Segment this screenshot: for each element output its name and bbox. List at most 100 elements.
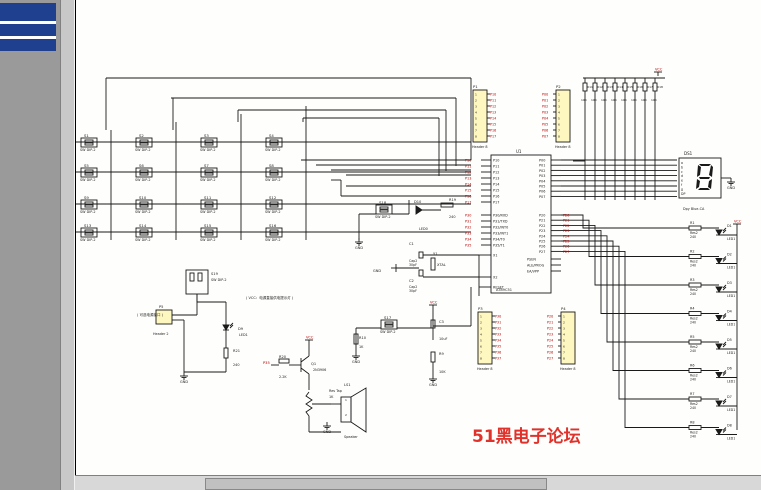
header-pin-number: 7 — [475, 129, 477, 133]
switch-label: SW DIP-2 — [200, 178, 216, 182]
switch-designator: S5 — [84, 163, 89, 168]
header-designator: P1 — [473, 84, 478, 89]
display-designator: DS1 — [684, 151, 693, 156]
net-label: P36 — [495, 351, 501, 355]
mcu-pin-label: PSEN — [527, 258, 536, 262]
resistor-value: 240 — [690, 406, 696, 410]
resistor-part: Res2 — [690, 260, 698, 264]
pullup-value: 10K — [601, 98, 608, 102]
header-pin-number: 6 — [558, 123, 560, 127]
switch-designator: S2 — [139, 133, 144, 138]
switch-label: SW DIP-2 — [265, 238, 281, 242]
mcu-pin-label: X1 — [493, 254, 497, 258]
led-arrow — [229, 322, 234, 327]
led-arrow — [722, 315, 727, 319]
resistor-value: 240 — [690, 264, 696, 268]
switch-label: SW DIP-2 — [135, 238, 151, 242]
mcu-u1 — [490, 154, 552, 294]
switch-slot — [269, 142, 279, 146]
switch-slot — [204, 169, 214, 173]
led-arrow — [722, 400, 727, 405]
p2-led-wire — [561, 235, 689, 343]
switch-label: SW DIP-2 — [80, 148, 96, 152]
led-arrow — [722, 341, 727, 346]
resistor-value: 240 — [690, 435, 696, 439]
resistor-value: 240 — [690, 321, 696, 325]
switch-slot — [139, 229, 149, 233]
switch-designator: S8 — [269, 163, 274, 168]
net-label: P35 — [263, 361, 270, 365]
display-segment-label: f — [681, 183, 683, 187]
panel-blue-block-3 — [0, 39, 56, 51]
net-label: P04 — [542, 117, 548, 121]
switch-body — [265, 137, 283, 148]
header-pin-number: 8 — [475, 135, 477, 139]
net-label: P10 — [465, 159, 471, 163]
scrollbar-thumb[interactable] — [205, 478, 547, 490]
switch-slot — [204, 232, 214, 236]
horizontal-scrollbar[interactable] — [75, 475, 761, 490]
mcu-part: AT89C51 — [496, 288, 512, 292]
header-pin-number: 3 — [475, 105, 477, 109]
switch-slot — [84, 142, 94, 146]
resistor — [223, 347, 229, 359]
header-pin-number: 1 — [563, 315, 565, 319]
switch-body — [265, 167, 283, 178]
header-pin-number: 6 — [475, 123, 477, 127]
net-label: P27 — [563, 250, 569, 254]
gnd-label: GND — [352, 360, 360, 364]
switch-slot — [269, 172, 279, 176]
resistor — [688, 282, 702, 288]
switch-slot — [139, 142, 149, 146]
switch-body — [135, 199, 153, 210]
switch-slot — [379, 209, 389, 213]
mcu-pin-label: P25 — [539, 240, 545, 244]
led-designator: D8 — [727, 424, 732, 428]
led-part: LED1 — [727, 323, 735, 327]
switch-slot — [204, 201, 214, 205]
net-label: P26 — [547, 351, 553, 355]
led-designator: D9 — [238, 327, 244, 331]
mcu-pin-label: EA/VPP — [527, 270, 539, 274]
led-part: LED1 — [727, 294, 735, 298]
segment — [708, 179, 712, 189]
pullup-designator: R13 — [607, 85, 613, 89]
segment — [699, 164, 711, 166]
switch-slot — [84, 172, 94, 176]
panel-splitter[interactable] — [60, 0, 75, 490]
gnd-label: GND — [373, 269, 381, 273]
resistor-designator: R4 — [690, 307, 695, 311]
p2-led-wire — [561, 219, 689, 257]
switch-designator: S7 — [204, 163, 209, 168]
header-pin-number: 1 — [558, 93, 560, 97]
switch-designator: S17 — [384, 315, 392, 320]
gnd-label: GND — [180, 380, 188, 384]
header-pin-number: 2 — [558, 99, 560, 103]
resistor-designator: R20 — [279, 355, 287, 359]
net-label: P17 — [490, 135, 496, 139]
net-label: P21 — [547, 321, 553, 325]
net-label: P26 — [563, 245, 569, 249]
switch-slot — [139, 169, 149, 173]
header-designator: P5 — [159, 305, 163, 309]
cap-designator: C2 — [409, 279, 414, 283]
switch-slot — [204, 229, 214, 233]
switch-designator: S6 — [139, 163, 144, 168]
mcu-pin-label: P05 — [539, 185, 545, 189]
resistor — [353, 333, 359, 345]
segment — [696, 179, 700, 189]
header-pin-number: 3 — [480, 327, 482, 331]
switch-slot — [384, 321, 394, 325]
segment — [709, 165, 713, 177]
pot-part: Res Tap — [329, 389, 342, 393]
header-pin-number: 7 — [563, 351, 565, 355]
header-pin-number: 6 — [480, 345, 482, 349]
gnd-label: GND — [323, 430, 331, 434]
mcu-pin-label: P21 — [539, 219, 545, 223]
switch-designator: S3 — [204, 133, 209, 138]
pullup-designator: R16 — [637, 85, 643, 89]
switch-slot — [204, 142, 214, 146]
resistor-part: Res2 — [690, 431, 698, 435]
switch-slot — [84, 229, 94, 233]
